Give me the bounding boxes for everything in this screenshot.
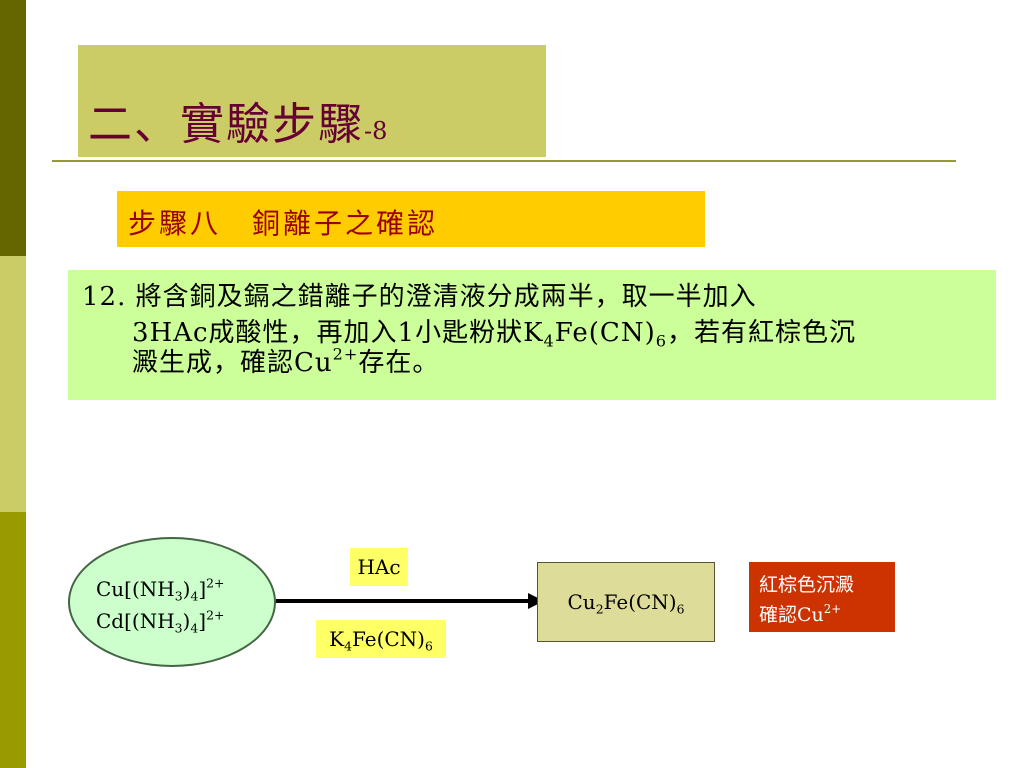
product-sub-2: 6 <box>676 601 685 617</box>
reagent-ferrocyanide-sub-1: 4 <box>344 638 352 654</box>
reactant-2-part-a: Cd[(NH <box>96 609 175 633</box>
reactant-1-part-a: Cu[(NH <box>96 577 175 601</box>
reactant-1-part-b: ) <box>182 577 191 601</box>
reactant-2-sub-2: 4 <box>190 620 199 636</box>
product-sub-1: 2 <box>595 601 604 617</box>
left-band-light <box>0 256 26 512</box>
title-box <box>78 45 546 157</box>
reaction-arrow-head <box>528 593 544 609</box>
reagent-ferrocyanide-part-b: Fe(CN) <box>351 627 425 651</box>
result-precipitate-text: 紅棕色沉澱 <box>759 574 855 596</box>
slide-title: 二、實驗步驟-8 <box>88 88 387 152</box>
description-line-2: 3HAc成酸性，再加入1小匙粉狀K4Fe(CN)6，若有紅棕色沉 <box>132 312 856 349</box>
reactant-2-part-b: ) <box>182 609 191 633</box>
product-box: Cu2Fe(CN)6 <box>537 562 715 642</box>
reactant-cadmium-complex: Cd[(NH3)4]2+ <box>96 607 225 636</box>
reactant-2-sup: 2+ <box>206 607 225 623</box>
result-confirm-text: 確認Cu2+ <box>759 600 841 627</box>
description-line-3-part-a: 澱生成，確認Cu <box>132 348 333 378</box>
step-heading-box <box>117 191 705 247</box>
reactant-1-part-c: ] <box>198 577 207 601</box>
left-band-dark <box>0 0 26 256</box>
description-line-2-part-c: ，若有紅棕色沉 <box>666 318 856 348</box>
reactant-2-part-c: ] <box>198 609 207 633</box>
result-box <box>749 562 895 632</box>
reagent-hac-label: HAc <box>350 548 408 586</box>
reagent-ferrocyanide-label: K4Fe(CN)6 <box>316 620 446 658</box>
description-box <box>68 270 996 400</box>
title-divider <box>52 160 956 162</box>
reagent-ferrocyanide-part-a: K <box>329 627 345 651</box>
step-heading: 步驟八 銅離子之確認 <box>128 207 439 240</box>
reactant-1-sub-1: 3 <box>174 588 183 604</box>
reagent-ferrocyanide-sub-2: 6 <box>424 638 433 654</box>
reactant-2-sub-1: 3 <box>174 620 183 636</box>
left-band-mid <box>0 512 26 768</box>
description-line-2-sub-2: 6 <box>655 331 667 351</box>
description-line-2-part-b: Fe(CN) <box>554 318 656 348</box>
result-confirm-sup: 2+ <box>823 601 842 616</box>
result-confirm-part-a: 確認Cu <box>759 604 824 626</box>
description-line-2-part-a: 3HAc成酸性，再加入1小匙粉狀K <box>132 318 544 348</box>
product-part-a: Cu <box>567 590 596 614</box>
reactant-1-sub-2: 4 <box>190 588 199 604</box>
slide-title-number: -8 <box>364 117 388 145</box>
description-line-3: 澱生成，確認Cu2+存在。 <box>132 342 439 379</box>
description-line-1: 12. 將含銅及鎘之錯離子的澄清液分成兩半，取一半加入 <box>82 282 757 312</box>
reactant-copper-complex: Cu[(NH3)4]2+ <box>96 575 225 604</box>
description-line-3-part-b: 存在。 <box>358 348 440 378</box>
description-line-2-sub-1: 4 <box>543 331 555 351</box>
reactant-1-sup: 2+ <box>206 575 225 591</box>
reaction-arrow-icon <box>276 593 544 609</box>
reactant-ellipse <box>68 537 276 667</box>
description-line-3-sup: 2+ <box>332 344 359 364</box>
product-part-b: Fe(CN) <box>603 590 677 614</box>
slide-title-main: 二、實驗步驟 <box>88 99 364 150</box>
